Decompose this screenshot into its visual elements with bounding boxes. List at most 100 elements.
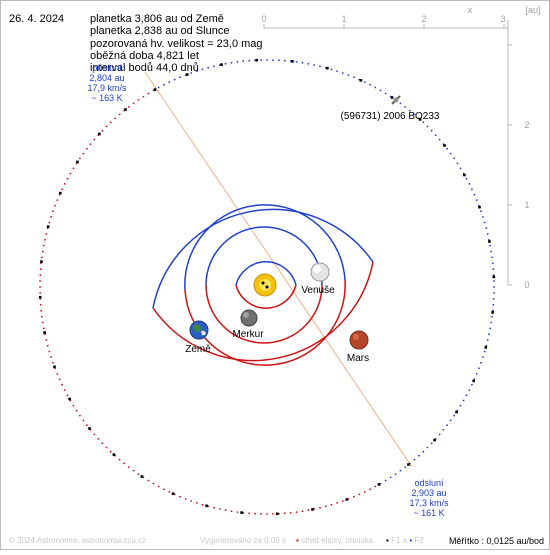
position-point — [275, 512, 279, 516]
aphelion-title: odsluní — [414, 478, 444, 488]
orbit-dot — [118, 113, 121, 116]
orbit-dot — [434, 134, 437, 137]
mercury-label: Merkur — [232, 329, 264, 340]
orbit-dot — [480, 210, 482, 213]
orbit-dot — [45, 339, 48, 341]
aphelion-distance: 2,903 au — [411, 488, 447, 498]
orbit-dot — [52, 361, 54, 364]
orbit-dot — [389, 476, 392, 479]
position-point — [311, 508, 314, 511]
orbit-dot — [347, 74, 350, 76]
orbit-dot — [301, 510, 304, 513]
orbit-dot — [236, 61, 239, 63]
asteroid-position-points — [38, 58, 496, 516]
position-point — [43, 331, 46, 334]
position-point — [390, 96, 394, 99]
position-point — [359, 79, 363, 82]
x-tick-label: 0 — [261, 14, 266, 24]
position-point — [205, 504, 208, 508]
orbit-dot — [491, 262, 494, 265]
orbit-dot — [109, 121, 112, 124]
orbit-dot — [404, 466, 407, 468]
orbit-dot — [491, 256, 493, 259]
orbit-dot — [480, 361, 482, 364]
orbit-dot — [82, 152, 85, 155]
orbit-dot — [41, 250, 44, 253]
generated-time: Vygenerováno za 0,09 s — [200, 536, 286, 545]
position-point — [88, 427, 91, 430]
orbit-dot — [196, 502, 198, 504]
info-line: pozorovaná hv. velikost = 23,0 mag — [90, 38, 263, 50]
orbit-dot — [422, 121, 425, 124]
orbit-dot — [283, 59, 286, 62]
legend-f1-text: F1 a — [391, 536, 408, 545]
position-point — [472, 379, 475, 383]
orbit-dot — [399, 102, 402, 105]
earth-orbit-north — [184, 204, 346, 291]
y-ticks: 0 1 2 — [508, 44, 530, 290]
orbit-dot — [58, 378, 61, 381]
orbit-dot — [492, 303, 495, 306]
orbit-dot — [105, 125, 108, 128]
orbit-dot — [72, 167, 75, 170]
mars-orbit-south — [152, 261, 374, 362]
orbit-dot — [118, 458, 121, 461]
orbit-dot — [422, 450, 425, 453]
orbit-dot — [446, 424, 448, 427]
orbit-dot — [147, 479, 150, 482]
y-tick-label: 2 — [524, 120, 529, 130]
orbit-dot — [190, 500, 193, 502]
position-point — [220, 63, 223, 66]
orbit-dot — [254, 512, 256, 515]
orbit-dot — [394, 473, 397, 475]
orbit-dot — [379, 89, 382, 92]
orbit-dot — [493, 292, 495, 294]
orbit-dot — [307, 62, 310, 65]
position-point — [345, 498, 349, 501]
orbit-dot — [442, 429, 445, 431]
orbit-dot — [283, 512, 286, 515]
orbit-dot — [438, 138, 441, 141]
orbit-dot — [207, 66, 210, 69]
orbit-dot — [336, 502, 338, 504]
orbit-dot — [489, 244, 492, 247]
copyright: © 2024 Astronomia, astronomia.zcu.cz — [9, 536, 147, 545]
info-line: interval bodů 44,0 dnů — [90, 62, 199, 74]
orbit-dot — [224, 509, 227, 512]
orbit-dot — [295, 511, 298, 513]
orbit-dot — [236, 511, 239, 513]
orbit-dot — [93, 433, 96, 436]
mercury-orbit-north — [235, 261, 297, 286]
position-point — [326, 66, 329, 70]
orbit-dot — [483, 221, 486, 224]
orbit-dot — [163, 83, 165, 86]
orbit-dot — [109, 450, 112, 453]
position-point — [463, 173, 466, 177]
orbit-dot — [142, 95, 145, 98]
perihelion-note: přísluní 2,804 au 17,9 km/s ~ 163 K — [86, 63, 128, 103]
aphelion-temp: ~ 161 K — [413, 508, 445, 518]
orbit-dot — [56, 373, 59, 375]
orbit-dot — [324, 505, 327, 508]
scale-label: Měřítko : 0,0125 au/bod — [448, 536, 544, 546]
orbit-dot — [230, 510, 233, 513]
unit-label: [au] — [525, 5, 540, 15]
orbit-dot — [82, 419, 85, 422]
position-point — [443, 144, 446, 147]
orbit-dot — [127, 106, 130, 108]
perihelion-title: přísluní — [92, 63, 122, 73]
orbit-dot — [473, 193, 476, 196]
orbit-dot — [369, 83, 371, 86]
mars-orbit-north — [152, 208, 374, 309]
position-point — [255, 58, 259, 62]
asteroid-orbit — [39, 59, 495, 515]
position-point — [140, 475, 144, 478]
orbit-dot — [86, 424, 88, 427]
position-point — [407, 463, 410, 466]
venus-label: Venuše — [301, 285, 335, 296]
orbit-dot — [341, 72, 344, 74]
position-point — [112, 453, 116, 456]
aphelion-speed: 17,3 km/s — [409, 498, 449, 508]
legend-center-marker: ▪ — [296, 536, 299, 545]
orbit-dot — [462, 399, 465, 402]
